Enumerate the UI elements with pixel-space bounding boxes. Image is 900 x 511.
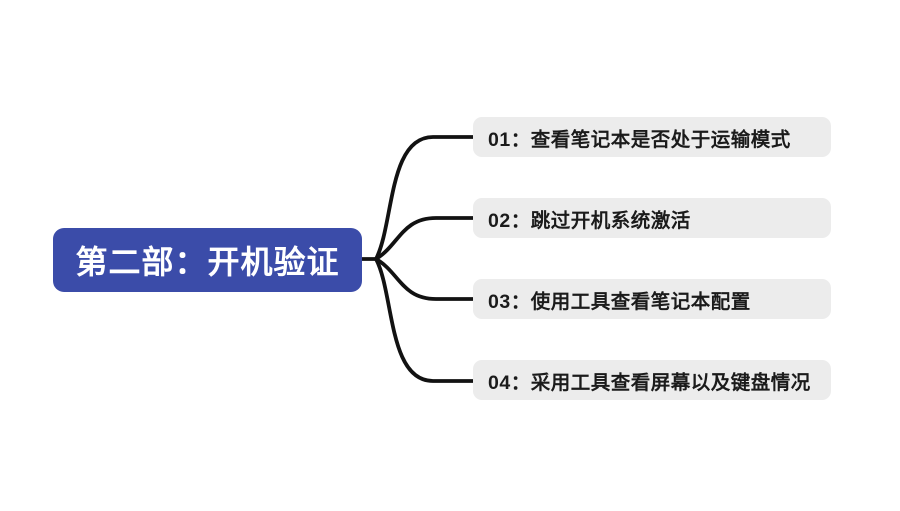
connector-branch-04 xyxy=(374,257,476,383)
mindmap-root-node[interactable]: 第二部：开机验证 xyxy=(53,228,362,292)
branch-node-03[interactable]: 03：使用工具查看笔记本配置 xyxy=(473,279,831,319)
connector-branch-01 xyxy=(374,135,476,261)
branch-node-label: 01：查看笔记本是否处于运输模式 xyxy=(488,128,791,151)
branch-node-04[interactable]: 04：采用工具查看屏幕以及键盘情况 xyxy=(473,360,831,400)
branch-node-02[interactable]: 02：跳过开机系统激活 xyxy=(473,198,831,238)
branch-node-label: 02：跳过开机系统激活 xyxy=(488,209,691,232)
root-node-label: 第二部：开机验证 xyxy=(75,244,340,280)
connector-branch-03 xyxy=(374,257,476,301)
branch-node-01[interactable]: 01：查看笔记本是否处于运输模式 xyxy=(473,117,831,157)
branch-node-label: 04：采用工具查看屏幕以及键盘情况 xyxy=(488,371,811,394)
branch-node-label: 03：使用工具查看笔记本配置 xyxy=(488,290,751,313)
connector-branch-02 xyxy=(374,216,476,261)
